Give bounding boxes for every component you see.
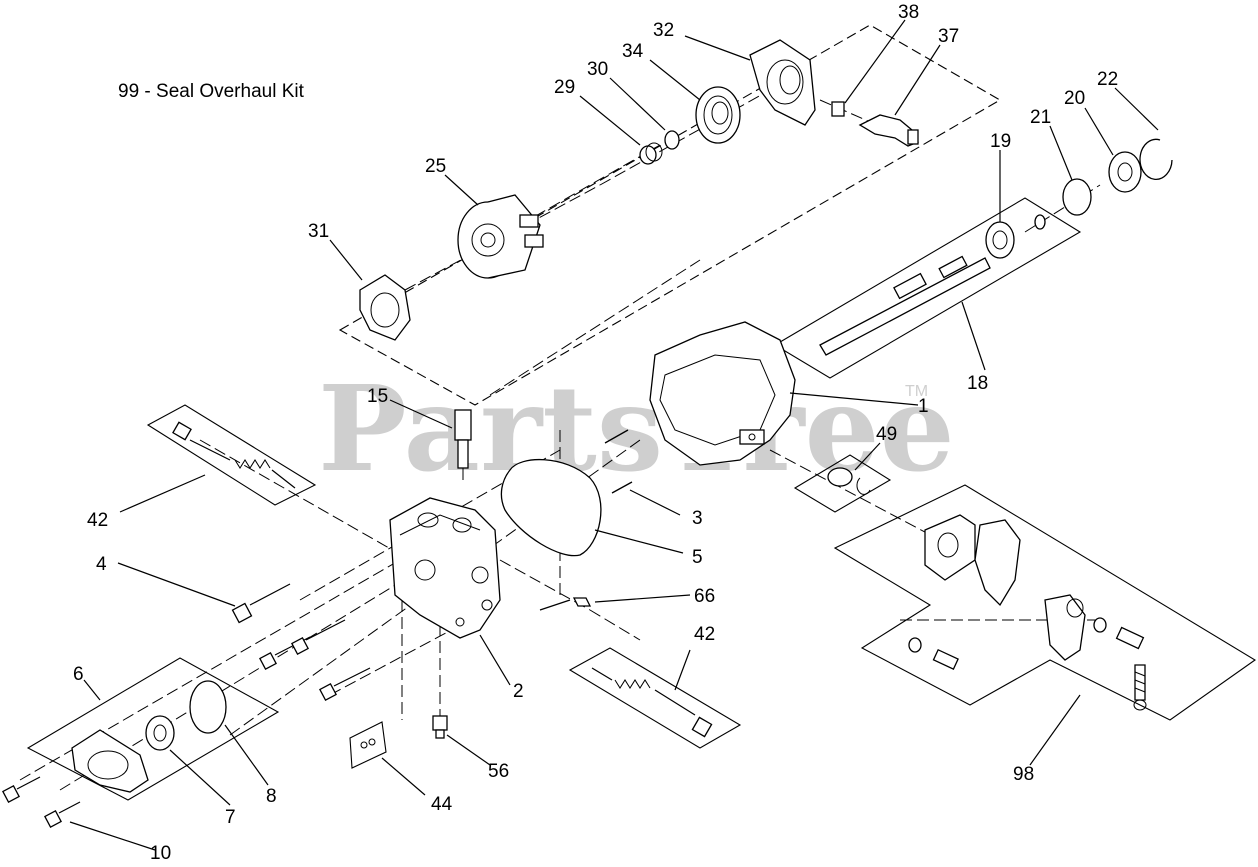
outline-42-top — [146, 404, 317, 506]
part-56-plug — [432, 715, 448, 739]
callout-49: 49 — [876, 424, 897, 445]
callout-6: 6 — [73, 664, 84, 685]
part-34-seal — [695, 86, 741, 144]
part-15-valve — [454, 409, 472, 480]
part-7-gerotor — [145, 715, 175, 751]
part-8-oring — [189, 680, 227, 734]
watermark-trademark: TM — [905, 383, 928, 400]
callout-98: 98 — [1013, 764, 1034, 785]
part-49 — [827, 467, 871, 495]
callout-18: 18 — [967, 373, 988, 394]
part-18-shaft — [819, 255, 991, 356]
callout-labels: 1 2 3 4 5 6 7 8 10 15 18 19 20 21 22 25 … — [73, 2, 1118, 864]
callout-37: 37 — [938, 26, 959, 47]
part-98-bracket-assembly — [908, 514, 1147, 711]
callout-21: 21 — [1030, 107, 1051, 128]
outline-6 — [26, 657, 280, 801]
callout-15: 15 — [367, 386, 388, 407]
part-4-bolt — [231, 583, 291, 624]
part-38 — [831, 101, 845, 117]
part-20-bearing — [1108, 151, 1142, 193]
callout-8: 8 — [266, 786, 277, 807]
part-44-label — [360, 738, 376, 749]
callout-44: 44 — [431, 794, 453, 815]
part-31-swashplate — [359, 274, 411, 341]
part-21-ring — [1062, 178, 1092, 216]
callout-22: 22 — [1097, 69, 1118, 90]
callout-25: 25 — [425, 156, 446, 177]
part-19-bearing — [985, 221, 1015, 259]
part-66-plug — [572, 597, 592, 607]
callout-10: 10 — [150, 843, 171, 864]
part-10-bolts — [2, 776, 81, 828]
part-bolts — [259, 619, 371, 701]
callout-42-top: 42 — [87, 510, 108, 531]
parts — [2, 39, 1173, 828]
part-25-cylinder-block — [457, 194, 544, 279]
callout-66: 66 — [694, 586, 715, 607]
part-3-pin — [604, 429, 629, 444]
callout-3: 3 — [692, 508, 703, 529]
part-1-housing — [649, 321, 796, 466]
part-32-cover — [749, 39, 816, 126]
part-6-cover — [71, 729, 149, 793]
part-42-check-valve-bottom — [591, 667, 713, 738]
callout-30: 30 — [587, 59, 608, 80]
callout-56: 56 — [488, 761, 509, 782]
callout-7: 7 — [225, 807, 236, 828]
part-2-center-section — [389, 497, 501, 639]
callout-1: 1 — [918, 396, 929, 417]
outline-42-bottom — [568, 647, 742, 749]
callout-19: 19 — [990, 131, 1011, 152]
callout-2: 2 — [513, 681, 524, 702]
callout-34: 34 — [622, 41, 644, 62]
callout-4: 4 — [96, 554, 107, 575]
outline-98 — [833, 484, 1257, 721]
callout-5: 5 — [692, 547, 703, 568]
part-30-ring — [664, 130, 680, 150]
part-22-snap-ring — [1139, 138, 1173, 180]
callout-29: 29 — [554, 77, 575, 98]
callout-20: 20 — [1064, 88, 1085, 109]
callout-38: 38 — [898, 2, 919, 23]
part-42-check-valve-top — [172, 421, 296, 489]
part-37-lever — [858, 114, 919, 147]
outline-top-assembly — [338, 24, 1002, 406]
outline-44 — [349, 721, 387, 769]
kit-note: 99 - Seal Overhaul Kit — [118, 81, 305, 102]
leader-lines — [69, 19, 1159, 851]
kit-outlines — [26, 24, 1257, 801]
watermark-text: PartsTree — [318, 359, 955, 498]
outline-49 — [793, 454, 892, 513]
part-5-gasket — [500, 459, 602, 557]
part-29-spring — [639, 142, 663, 165]
callout-32: 32 — [653, 20, 674, 41]
callout-42-bottom: 42 — [694, 624, 715, 645]
callout-31: 31 — [308, 221, 329, 242]
outline-shaft — [773, 197, 1082, 379]
